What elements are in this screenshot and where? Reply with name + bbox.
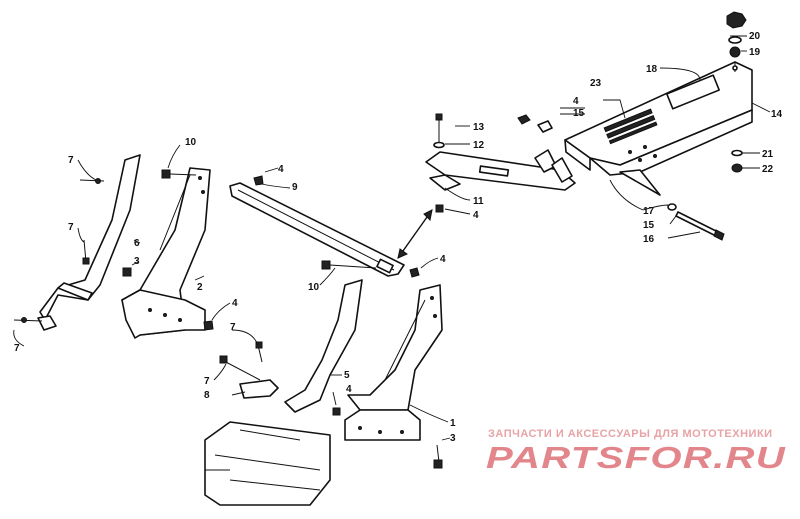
callout-leaders <box>13 35 771 441</box>
callout-15-upper: 15 <box>573 108 585 119</box>
callout-11: 11 <box>473 196 484 207</box>
callout-5: 5 <box>344 370 350 381</box>
callout-10-upper: 10 <box>185 137 197 148</box>
callout-19: 19 <box>749 47 761 58</box>
chassis-part <box>204 421 331 506</box>
watermark-tagline: ЗАПЧАСТИ И АКСЕССУАРЫ ДЛЯ МОТОТЕХНИКИ <box>488 428 773 440</box>
callout-4-bar: 4 <box>278 164 284 175</box>
callout-labels: 20 19 18 14 23 4 15 21 22 13 12 11 4 17 … <box>14 31 783 444</box>
callout-3-right: 3 <box>450 433 456 444</box>
linkage-bolt-part <box>433 113 445 213</box>
callout-1: 1 <box>450 418 456 429</box>
bracket-bolt-part <box>433 444 443 469</box>
callout-20: 20 <box>749 31 761 42</box>
callout-10-lower: 10 <box>308 282 320 293</box>
left-bracket-part <box>121 167 211 339</box>
cross-bar-part <box>229 182 405 277</box>
pivot-bolt-part <box>667 203 725 241</box>
callout-9: 9 <box>292 182 298 193</box>
callout-4-left: 4 <box>232 298 238 309</box>
callout-13: 13 <box>473 122 485 133</box>
bar-bolt-part <box>321 260 377 270</box>
callout-4-bottom: 4 <box>346 384 352 395</box>
callout-23: 23 <box>590 78 602 89</box>
watermark-logo: PARTSFOR.RU <box>486 440 787 475</box>
callout-7-bottom-left: 7 <box>14 343 20 354</box>
callout-14: 14 <box>771 109 783 120</box>
callout-18: 18 <box>646 64 658 75</box>
small-bracket-part <box>219 341 279 399</box>
callout-15-lower: 15 <box>643 220 655 231</box>
callout-22: 22 <box>762 164 774 175</box>
right-deflector-part <box>284 279 363 416</box>
deflector-bolt-part <box>13 178 105 323</box>
callout-2: 2 <box>197 282 203 293</box>
callout-7-mid: 7 <box>68 222 74 233</box>
callout-17: 17 <box>643 206 655 217</box>
washer-nut-part <box>731 149 743 173</box>
connection-arrow <box>397 209 433 259</box>
left-deflector-part <box>37 154 141 331</box>
bushing-part <box>517 114 553 133</box>
callout-16: 16 <box>643 234 655 245</box>
knob-part <box>726 11 747 58</box>
console-housing-part <box>564 61 753 196</box>
watermark: ЗАПЧАСТИ И АКСЕССУАРЫ ДЛЯ МОТОТЕХНИКИ PA… <box>486 428 787 475</box>
bar-nut-part <box>409 267 420 278</box>
callout-4-upper: 4 <box>573 96 579 107</box>
upper-bolt-part <box>161 169 197 179</box>
callout-4-linkage: 4 <box>473 210 479 221</box>
callout-12: 12 <box>473 140 485 151</box>
callout-7-center: 7 <box>230 322 236 333</box>
callout-7-top: 7 <box>68 155 74 166</box>
callout-4-right: 4 <box>440 254 446 265</box>
callout-8: 8 <box>204 390 210 401</box>
callout-7-lower: 7 <box>204 376 210 387</box>
linkage-plate-part <box>425 149 576 191</box>
right-bracket-part <box>344 284 443 441</box>
callout-21: 21 <box>762 149 774 160</box>
callout-3-left: 3 <box>134 256 140 267</box>
callout-6: 6 <box>134 238 140 249</box>
